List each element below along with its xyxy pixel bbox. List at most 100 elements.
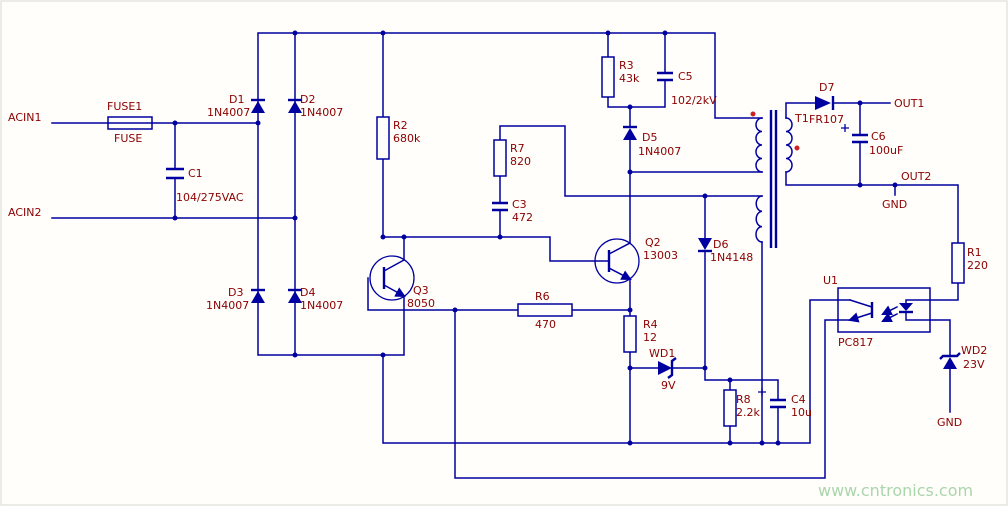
primary-winding <box>755 117 763 173</box>
port-out1-label: OUT1 <box>894 97 924 110</box>
zener-triangle <box>943 357 957 369</box>
zener-bar <box>667 357 677 379</box>
polarity-plus <box>758 388 766 396</box>
r4-ref-label: R4 <box>643 318 658 331</box>
zener-WD2: WD2 23V <box>939 344 987 371</box>
transistor-circle <box>369 255 415 301</box>
transistor-circle <box>594 238 640 284</box>
capacitor-C1: C1 104/275VAC <box>166 167 244 204</box>
diode-D6: D6 1N4148 <box>698 238 753 264</box>
c4-value-label: 10u <box>791 406 812 419</box>
wd2-value-label: 23V <box>963 358 985 371</box>
resistor-body <box>517 303 573 317</box>
transformer-T1: T1 <box>750 110 809 248</box>
resistor-body <box>601 56 615 98</box>
r2-value-label: 680k <box>393 132 421 145</box>
resistor-R2: R2 680k <box>376 116 421 160</box>
wd1-value-label: 9V <box>661 379 676 392</box>
diode-triangle <box>623 128 637 140</box>
capacitor-plates <box>770 398 786 409</box>
capacitor-plates <box>657 71 673 82</box>
r3-value-label: 43k <box>619 72 640 85</box>
capacitor-C3: C3 472 <box>492 198 533 224</box>
resistor-R8: R8 2.2k <box>723 389 760 427</box>
port-acin2-label: ACIN2 <box>8 206 41 219</box>
d5-value-label: 1N4007 <box>638 145 681 158</box>
port-out2-label: OUT2 <box>901 170 931 183</box>
resistor-R1: R1 220 <box>951 242 988 284</box>
d3-value-label: 1N4007 <box>206 299 249 312</box>
diode-triangle <box>815 96 831 110</box>
transistor-Q3: Q3 8050 <box>369 255 435 310</box>
resistor-body <box>723 389 737 427</box>
diode-D3: D3 1N4007 <box>206 286 265 312</box>
diode-D2: D2 1N4007 <box>288 93 343 119</box>
q2-value-label: 13003 <box>643 249 678 262</box>
c6-ref-label: C6 <box>871 130 886 143</box>
resistor-body <box>493 139 507 177</box>
fuse-value-label: FUSE <box>114 132 142 145</box>
r4-value-label: 12 <box>643 331 657 344</box>
c3-ref-label: C3 <box>512 198 527 211</box>
port-acin1-label: ACIN1 <box>8 111 41 124</box>
wd2-ref-label: WD2 <box>961 344 987 357</box>
c5-ref-label: C5 <box>678 70 693 83</box>
d4-ref-label: D4 <box>300 286 315 299</box>
capacitor-C4: C4 10u <box>758 388 812 419</box>
emitter-lead <box>382 283 406 298</box>
diode-triangle <box>288 291 302 303</box>
d6-ref-label: D6 <box>713 238 728 251</box>
phototransistor-emitter <box>847 312 873 323</box>
r6-value-label: 470 <box>535 318 556 331</box>
d7-value-label: FR107 <box>809 113 844 126</box>
resistor-body <box>951 242 965 284</box>
resistor-R7: R7 820 <box>493 139 531 177</box>
resistor-R3: R3 43k <box>601 56 640 98</box>
d1-value-label: 1N4007 <box>207 106 250 119</box>
wd1-ref-label: WD1 <box>649 347 675 360</box>
collector-lead <box>382 258 406 273</box>
phototransistor-collector <box>849 299 873 308</box>
collector-lead <box>607 241 632 256</box>
d4-value-label: 1N4007 <box>300 299 343 312</box>
r7-value-label: 820 <box>510 155 531 168</box>
watermark-text: www.cntronics.com <box>818 481 973 500</box>
zener-triangle <box>658 361 672 375</box>
q2-ref-label: Q2 <box>645 236 661 249</box>
u1-value-label: PC817 <box>838 336 873 349</box>
secondary-winding <box>785 117 793 173</box>
d5-ref-label: D5 <box>642 131 657 144</box>
zener-bar <box>939 352 961 360</box>
r7-ref-label: R7 <box>510 142 525 155</box>
d3-ref-label: D3 <box>228 286 243 299</box>
diode-triangle <box>288 101 302 113</box>
diode-triangle <box>251 101 265 113</box>
optocoupler-U1: U1 PC817 <box>823 274 931 349</box>
fuse-ref-label: FUSE1 <box>107 100 142 113</box>
q3-ref-label: Q3 <box>413 284 429 297</box>
c4-ref-label: C4 <box>791 393 806 406</box>
light-arrow <box>881 312 899 323</box>
r3-ref-label: R3 <box>619 59 634 72</box>
transformer-core <box>769 110 778 248</box>
c1-value-label: 104/275VAC <box>176 191 244 204</box>
gnd-secondary-label: GND <box>882 198 907 211</box>
c5-value-label: 102/2kV <box>671 94 717 107</box>
diode-D4: D4 1N4007 <box>288 286 343 312</box>
capacitor-plates <box>852 133 868 144</box>
r8-value-label: 2.2k <box>736 406 760 419</box>
capacitor-C6: C6 100uF <box>841 124 903 157</box>
fuse-FUSE1: FUSE1 FUSE <box>107 100 153 145</box>
gnd-wd2-label: GND <box>937 416 962 429</box>
diode-D7: D7 FR107 <box>809 81 844 126</box>
resistor-R4: R4 12 <box>623 315 658 353</box>
emitter-lead <box>607 266 632 281</box>
zener-WD1: WD1 9V <box>649 347 677 392</box>
u1-ref-label: U1 <box>823 274 838 287</box>
capacitor-plates <box>166 167 184 180</box>
r1-value-label: 220 <box>967 259 988 272</box>
fuse-body <box>107 116 153 130</box>
